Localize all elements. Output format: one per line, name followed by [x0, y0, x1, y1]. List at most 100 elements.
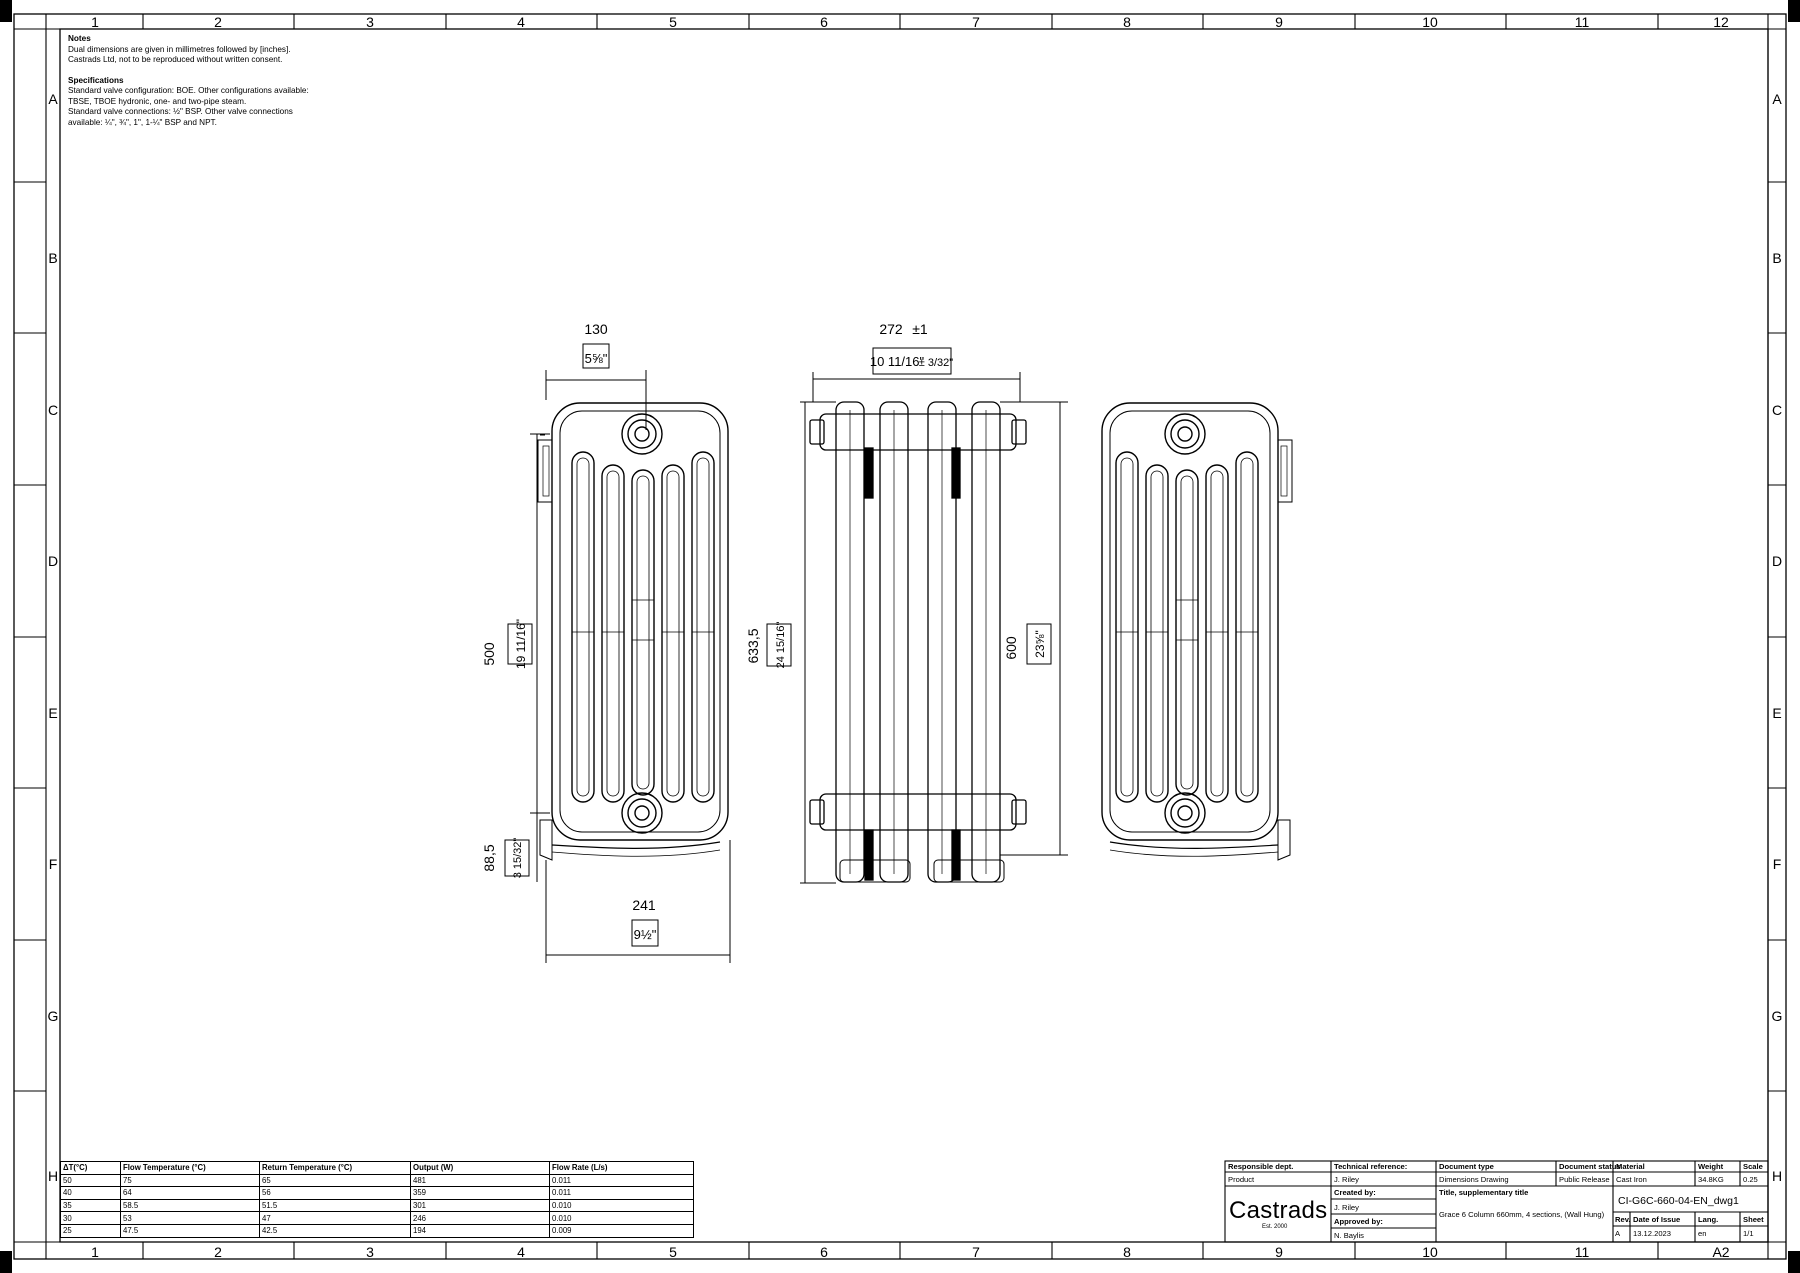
notes-line: Dual dimensions are given in millimetres…: [68, 44, 291, 54]
table-row: 25 47.5 42.5 194 0.009: [60, 1223, 694, 1238]
spec-line: available: ¼", ¾", 1", 1-¼" BSP and NPT.: [68, 117, 217, 127]
notes-line: Castrads Ltd, not to be reproduced witho…: [68, 55, 283, 64]
weight-label: Weight: [1698, 1162, 1724, 1171]
table-row: 50 75 65 481 0.011: [60, 1173, 694, 1188]
weight: 34.8KG: [1698, 1175, 1724, 1184]
col-label: 8: [1123, 14, 1131, 30]
spec-heading: Specifications: [68, 75, 124, 85]
cell: 40: [60, 1186, 121, 1200]
notes-block: Notes Dual dimensions are given in milli…: [68, 34, 309, 128]
inner-frame: [59, 28, 1769, 1243]
cell: 35: [60, 1198, 121, 1213]
issue-label: Date of Issue: [1633, 1215, 1681, 1224]
col-label: 6: [820, 14, 828, 30]
side-view: [809, 401, 1027, 883]
dim-centres-in: 19 11/16": [514, 619, 528, 669]
column-labels: 1 2 3 4 5 6 7 8 9 10 11 12 1 2 3 4 5 6 7…: [91, 14, 1730, 1260]
approved-by: N. Baylis: [1334, 1231, 1364, 1240]
document-number: CI-G6C-660-04-EN_dwg1: [1618, 1195, 1739, 1207]
row-label: G: [1772, 1008, 1783, 1024]
dim-bracket-width: 241: [632, 897, 656, 913]
row-label: E: [48, 705, 57, 721]
cell: 51.5: [259, 1198, 411, 1213]
sheet: 1/1: [1743, 1229, 1754, 1238]
rear-view: [1101, 402, 1293, 861]
col-label: 11: [1575, 14, 1590, 30]
col-label: 4: [517, 14, 525, 30]
drawing-title: Grace 6 Column 660mm, 4 sections, (Wall …: [1439, 1210, 1605, 1219]
row-label: A: [1772, 91, 1782, 107]
col-label: 10: [1422, 1244, 1438, 1260]
col-label: 2: [214, 14, 222, 30]
col-label: 9: [1275, 1244, 1283, 1260]
row-label: G: [48, 1008, 59, 1024]
front-dimensions: [504, 343, 731, 963]
paper-size: A2: [1712, 1244, 1729, 1260]
cell: 30: [60, 1211, 121, 1225]
created-by: J. Riley: [1334, 1203, 1359, 1212]
technical-ref-label: Technical reference:: [1334, 1162, 1408, 1171]
col-label: 3: [366, 1244, 374, 1260]
cell: 246: [410, 1211, 550, 1225]
rev: A: [1615, 1229, 1621, 1238]
spec-line: Standard valve configuration: BOE. Other…: [68, 86, 309, 95]
cell: 47.5: [120, 1223, 260, 1238]
issue-date: 13.12.2023: [1633, 1229, 1672, 1238]
col-header: ΔT(°C): [60, 1161, 121, 1175]
dim-front-width-in: 5⅝": [585, 351, 608, 366]
col-label: 2: [214, 1244, 222, 1260]
brand-sub: Est. 2000: [1262, 1224, 1288, 1230]
cell: 65: [259, 1173, 411, 1188]
col-label: 1: [91, 14, 99, 30]
cell: 301: [410, 1198, 550, 1213]
cell: 359: [410, 1186, 550, 1200]
row-label: A: [48, 91, 58, 107]
cell: 0.010: [549, 1211, 694, 1225]
lang: en: [1698, 1229, 1707, 1238]
col-label: 10: [1422, 14, 1438, 30]
cell: 53: [120, 1211, 260, 1225]
table-row: 30 53 47 246 0.010: [60, 1211, 694, 1225]
corner-mark: [1788, 0, 1800, 22]
rev-label: Rev.: [1615, 1215, 1631, 1224]
dim-overall-height: 633,5: [745, 628, 761, 663]
cell: 64: [120, 1186, 260, 1200]
col-label: 7: [972, 1244, 980, 1260]
front-view: [537, 402, 729, 861]
col-label: 1: [91, 1244, 99, 1260]
dim-bracket-width-in: 9½": [634, 927, 657, 942]
row-label: C: [48, 402, 58, 418]
doc-type-label: Document type: [1439, 1162, 1494, 1171]
col-header: Flow Rate (L/s): [549, 1161, 694, 1175]
col-header: Output (W): [410, 1161, 550, 1175]
col-label: 6: [820, 1244, 828, 1260]
performance-table: ΔT(°C) Flow Temperature (°C) Return Temp…: [60, 1161, 694, 1238]
corner-mark: [0, 0, 12, 22]
doc-type: Dimensions Drawing: [1439, 1175, 1509, 1184]
responsible-dept: Product: [1228, 1175, 1255, 1184]
dim-side-depth: 272: [879, 321, 903, 337]
dim-floor: 88,5: [481, 844, 497, 871]
dim-front-width: 130: [584, 321, 608, 337]
doc-status: Public Release: [1559, 1175, 1610, 1184]
scale-label: Scale: [1743, 1162, 1763, 1171]
row-label: H: [48, 1168, 58, 1184]
row-label: H: [1772, 1168, 1782, 1184]
table-row: 35 58.5 51.5 301 0.010: [60, 1198, 694, 1213]
dim-floor-in: 3 15/32": [512, 838, 524, 879]
row-label: E: [1772, 705, 1781, 721]
row-label: C: [1772, 402, 1782, 418]
spec-line: Standard valve connections: ½" BSP. Othe…: [68, 107, 293, 116]
col-label: 8: [1123, 1244, 1131, 1260]
table-row: 40 64 56 359 0.011: [60, 1186, 694, 1200]
dim-side-tol-in: ± 3/32": [919, 357, 954, 369]
row-label: B: [48, 250, 57, 266]
dim-side-tol: ±1: [912, 321, 928, 337]
dim-body-height: 600: [1003, 636, 1019, 660]
column-ticks: [142, 14, 1659, 1259]
cell: 194: [410, 1223, 550, 1238]
corner-mark: [1788, 1251, 1800, 1273]
table-header-row: ΔT(°C) Flow Temperature (°C) Return Temp…: [60, 1161, 694, 1175]
sheet-label: Sheet: [1743, 1215, 1764, 1224]
